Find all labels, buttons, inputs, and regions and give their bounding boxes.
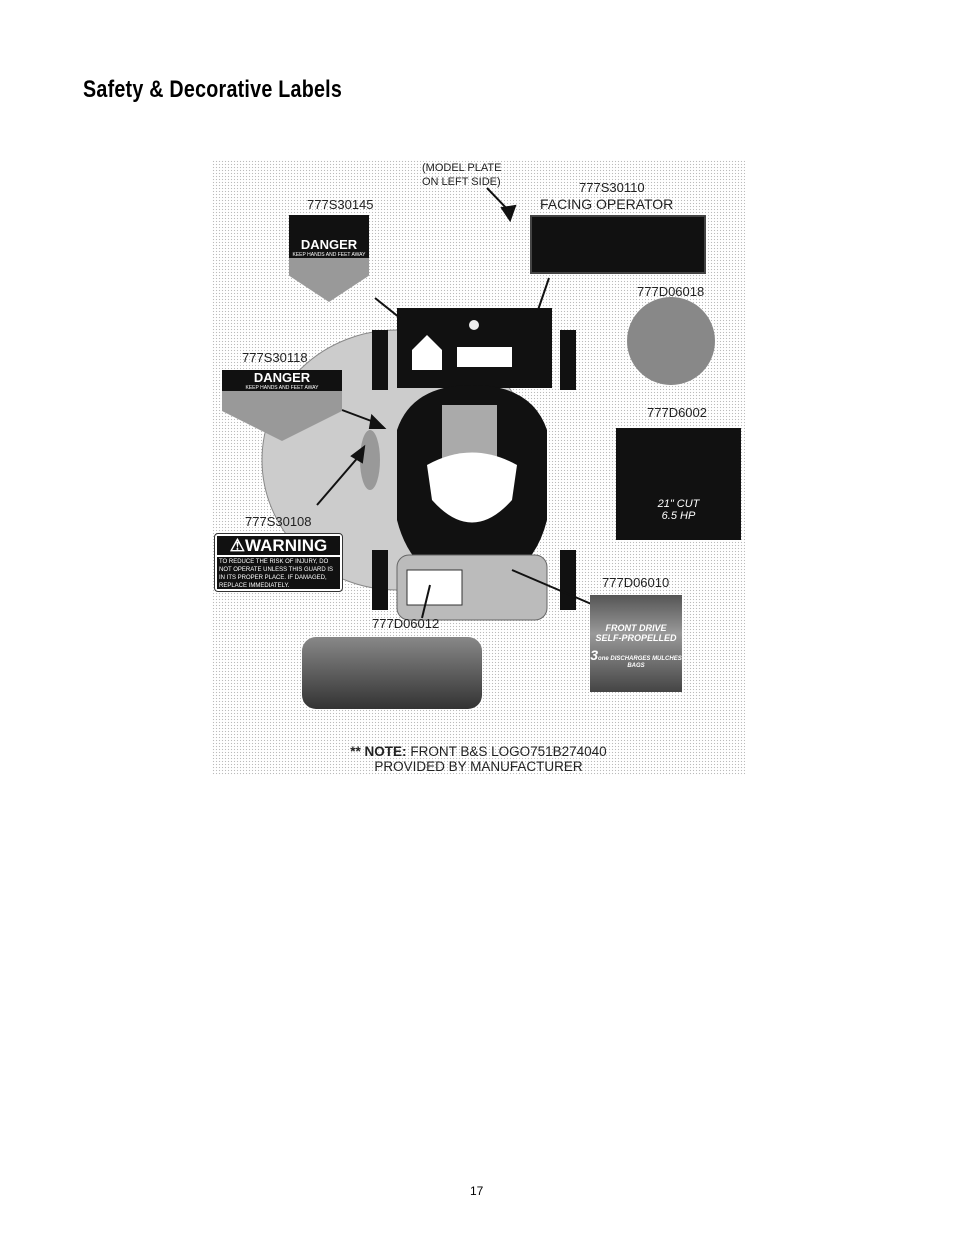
warning-body: TO REDUCE THE RISK OF INJURY, DO NOT OPE… — [217, 557, 340, 589]
part-number-label: 777D6002 — [647, 405, 707, 420]
part-number-label: 777D06010 — [602, 575, 670, 590]
danger-heading: DANGER — [289, 237, 369, 252]
decal-777d06010: FRONT DRIVE SELF-PROPELLED 3one DISCHARG… — [590, 595, 682, 692]
note-line-1: ** NOTE: FRONT B&S LOGO751B274040 — [212, 744, 745, 759]
modes-text: DISCHARGES MULCHES BAGS — [610, 656, 682, 669]
facing-operator-label: FACING OPERATOR — [540, 196, 674, 212]
part-number-label: 777S30118 — [242, 350, 308, 365]
danger-decal-777s30118: DANGER KEEP HANDS AND FEET AWAY — [222, 370, 342, 441]
decal-777d06012 — [302, 637, 482, 709]
decal-777d6002: 21" CUT 6.5 HP — [616, 428, 741, 540]
part-number-label: 777S30145 — [307, 197, 374, 212]
part-number-label: 777D06018 — [637, 284, 705, 299]
danger-subtext: KEEP HANDS AND FEET AWAY — [222, 385, 342, 391]
part-number-label: 777S30108 — [245, 514, 312, 529]
warning-decal-777s30108: ⚠WARNING TO REDUCE THE RISK OF INJURY, D… — [214, 533, 343, 592]
decal-777d06018 — [627, 297, 715, 385]
page-title: Safety & Decorative Labels — [83, 76, 343, 103]
warning-heading: ⚠WARNING — [217, 536, 340, 555]
note-text: FRONT B&S LOGO751B274040 — [410, 744, 607, 759]
labels-diagram: (MODEL PLATE ON LEFT SIDE) 777S30145 777… — [212, 160, 745, 775]
page-number: 17 — [470, 1184, 484, 1198]
model-plate-label-2: ON LEFT SIDE) — [422, 176, 501, 188]
front-drive-text: FRONT DRIVE — [605, 623, 667, 633]
danger-heading: DANGER — [222, 370, 342, 385]
self-propelled-text: SELF-PROPELLED — [595, 633, 677, 643]
decal-777s30110 — [530, 215, 706, 274]
danger-decal-777s30145: DANGER KEEP HANDS AND FEET AWAY — [289, 215, 369, 302]
model-plate-label: (MODEL PLATE — [422, 162, 502, 174]
part-number-label: 777S30110 — [579, 180, 645, 195]
note-prefix: ** NOTE: — [350, 744, 407, 759]
part-number-label: 777D06012 — [372, 616, 440, 631]
horsepower: 6.5 HP — [661, 510, 696, 522]
in-one-text: one — [598, 656, 609, 662]
note-line-2: PROVIDED BY MANUFACTURER — [374, 759, 583, 774]
cut-size: 21" CUT — [657, 498, 700, 510]
danger-subtext: KEEP HANDS AND FEET AWAY — [289, 252, 369, 258]
three-text: 3 — [590, 647, 599, 663]
